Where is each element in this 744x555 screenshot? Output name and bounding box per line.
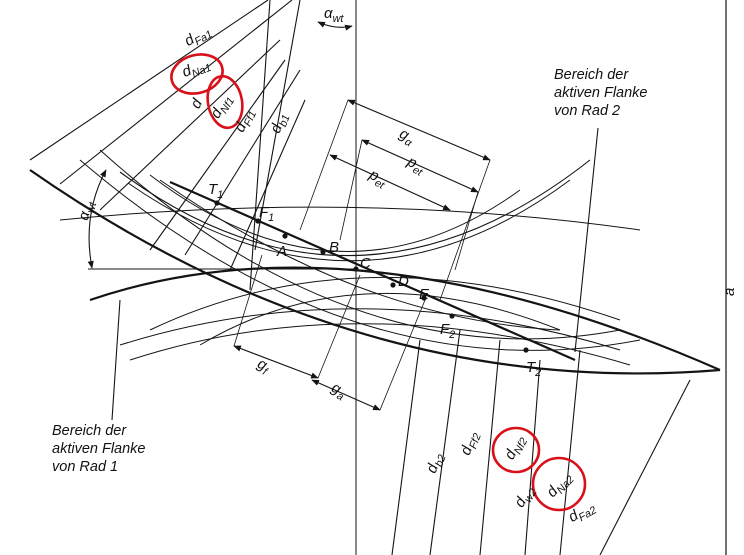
point-f1-label: F1: [259, 204, 275, 224]
dff2-leader: [429, 329, 461, 555]
point-c-dot: [353, 266, 359, 272]
point-c-label: C: [360, 255, 371, 272]
gear1-tip-circle: [119, 159, 591, 257]
point-b-dot: [320, 249, 326, 255]
alpha-wt-top-label: αwt: [324, 5, 344, 25]
db1-leader: [229, 99, 306, 271]
point-e-dot: [421, 295, 427, 301]
point-b-label: B: [329, 239, 340, 256]
dimension-extension-5: [317, 274, 361, 379]
alpha-wt-left-arc: [87, 169, 107, 269]
point-a-label: A: [277, 243, 288, 260]
gear2-working-circle: [99, 149, 621, 340]
dw1-leader: [184, 69, 301, 256]
point-t1-label: T1: [208, 181, 224, 201]
rad1-region-leader: [111, 299, 121, 421]
dff1-leader: [149, 59, 286, 251]
point-f1-dot: [255, 218, 261, 224]
dimension-extension-0: [299, 99, 349, 231]
note-rad1-line-1: Bereich der: [52, 423, 127, 439]
note-active-flank-gear1: Bereich der aktiven Flanke von Rad 1: [52, 422, 146, 476]
center-distance-label: a: [721, 287, 738, 296]
note-active-flank-gear2: Bereich der aktiven Flanke von Rad 2: [554, 66, 648, 120]
p-et-lower-dimension: [329, 154, 451, 211]
dfa1-leader: [29, 0, 269, 161]
gear1-usable-tip-circle: [127, 179, 571, 262]
point-d-dot: [390, 282, 396, 288]
g-alpha-dimension: [347, 99, 491, 161]
gear2-root-arc: [59, 206, 641, 231]
note-rad1-line-2: aktiven Flanke: [52, 441, 146, 457]
g-a-dimension: [311, 379, 381, 411]
note-rad1-line-3: von Rad 1: [52, 459, 119, 475]
gear2-form-circle: [159, 179, 561, 331]
gear1-root-form-circle: [149, 276, 621, 331]
dimension-extension-6: [379, 299, 426, 411]
top-ref-line: [254, 0, 301, 251]
dnf2-highlight: [491, 426, 541, 474]
point-d-label: D: [398, 273, 409, 290]
rad2-region-leader: [574, 127, 599, 353]
note-rad2-line-2: aktiven Flanke: [554, 85, 648, 101]
dna2-highlight: [531, 456, 587, 512]
note-rad2-line-3: von Rad 2: [554, 103, 621, 119]
point-f2-dot: [449, 313, 455, 319]
dna1-highlight: [170, 53, 224, 95]
gear2-large-tip-arc: [29, 169, 721, 375]
dimension-extension-4: [233, 254, 263, 347]
point-f2-label: F2: [440, 321, 456, 341]
dimension-extension-1: [439, 159, 491, 301]
gear2-lower-flank-arc: [119, 308, 621, 351]
gear2-usable-tip-circle: [79, 159, 641, 351]
gear1-root-circle: [199, 292, 561, 346]
dnf1-highlight: [206, 74, 244, 130]
point-t1-dot: [214, 200, 220, 206]
db2-leader: [391, 339, 421, 555]
dna1-leader: [59, 0, 293, 185]
line-of-action: [169, 180, 576, 362]
point-e-label: E: [419, 286, 430, 303]
dfa2-leader: [599, 379, 691, 555]
point-t2-dot: [523, 347, 529, 353]
dw2-leader: [524, 359, 541, 555]
dimension-extension-3: [454, 191, 479, 271]
dnf1-leader: [99, 39, 281, 211]
note-rad2-line-1: Bereich der: [554, 67, 629, 83]
g-f-dimension: [233, 345, 319, 379]
gear2-lower-flank-arc-b: [129, 323, 631, 366]
point-t2-label: T2: [526, 359, 542, 379]
dnf2-leader: [479, 339, 501, 555]
dimension-extension-2: [339, 139, 363, 241]
gear1-active-limit-arc: [149, 174, 521, 252]
alpha-wt-ref-line: [249, 0, 271, 291]
alpha-wt-top-arc: [317, 21, 353, 31]
point-a-dot: [282, 233, 288, 239]
dna2-leader: [559, 349, 581, 555]
